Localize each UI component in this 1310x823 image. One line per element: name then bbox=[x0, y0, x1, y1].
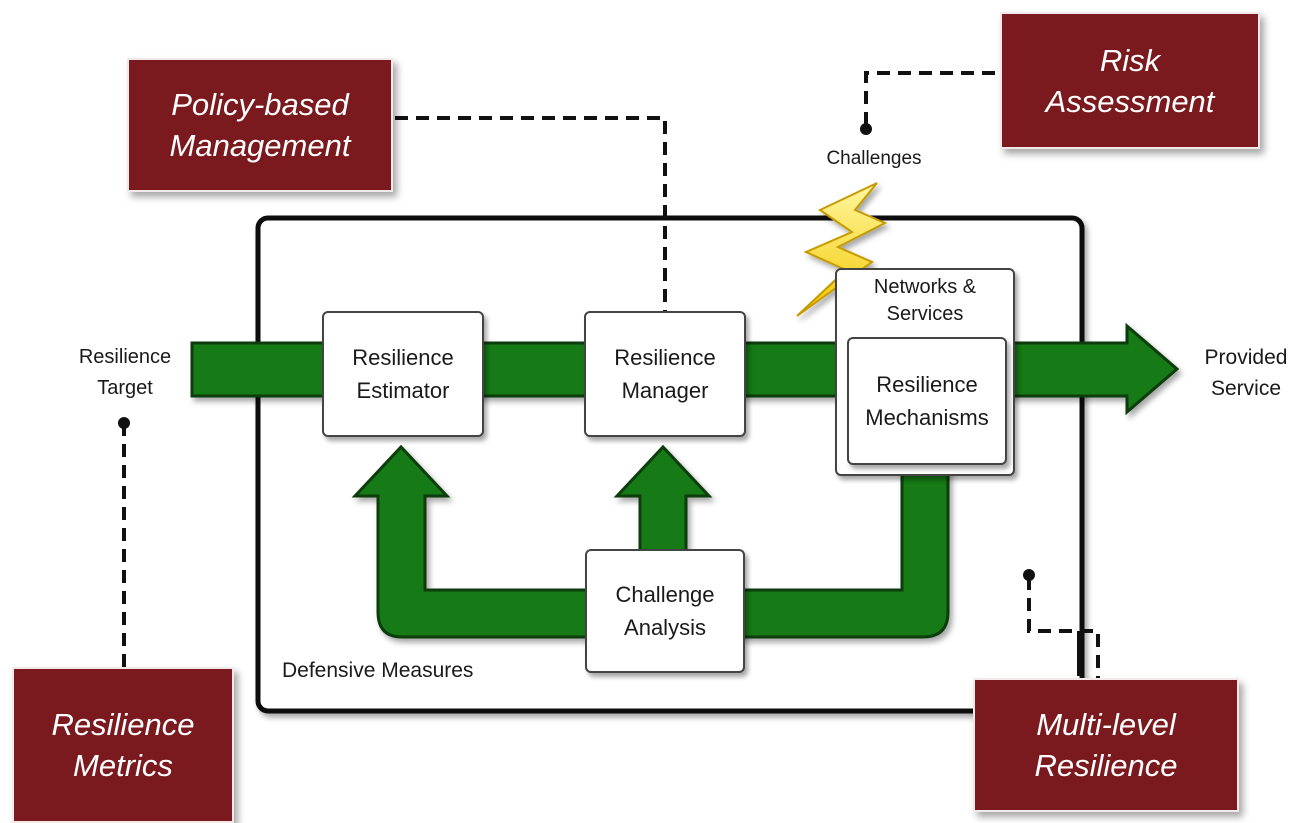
challenge-lightning-icon bbox=[796, 182, 888, 317]
resilience-mechanisms-box: Resilience Mechanisms bbox=[847, 337, 1007, 465]
policy-line1: Policy-based bbox=[171, 87, 349, 122]
challenges-label: Challenges bbox=[826, 148, 922, 169]
provided-line2: Service bbox=[1210, 377, 1282, 400]
mechanisms-label-line2: Mechanisms bbox=[865, 405, 989, 430]
multilevel-connector bbox=[1027, 577, 1100, 690]
policy-based-management-callout: Policy-based Management bbox=[127, 58, 393, 192]
resilience-estimator-box: Resilience Estimator bbox=[322, 311, 484, 437]
manager-label-line1: Resilience bbox=[614, 345, 716, 370]
target-line1: Resilience bbox=[78, 346, 172, 368]
risk-line1: Risk bbox=[1099, 42, 1161, 78]
defensive-measures-label: Defensive Measures bbox=[282, 659, 474, 682]
challenge-analysis-box: Challenge Analysis bbox=[585, 549, 745, 673]
challenges-dot bbox=[860, 123, 872, 135]
analysis-label-line1: Challenge bbox=[615, 582, 715, 607]
target-dot bbox=[118, 417, 130, 429]
manager-label-line2: Manager bbox=[621, 378, 709, 403]
provided-service-label: Provided Service bbox=[1186, 342, 1306, 404]
metrics-line1: Resilience bbox=[51, 707, 195, 742]
multilevel-line2: Resilience bbox=[1034, 748, 1178, 783]
risk-assessment-callout: Risk Assessment bbox=[1000, 12, 1260, 149]
target-line2: Target bbox=[97, 377, 153, 399]
resilience-manager-box: Resilience Manager bbox=[584, 311, 746, 437]
networks-label-line2: Services bbox=[886, 303, 964, 325]
multilevel-top-dot bbox=[1023, 569, 1035, 581]
mechanisms-label-line1: Resilience bbox=[876, 372, 978, 397]
estimator-label-line2: Estimator bbox=[356, 378, 450, 403]
analysis-label-line2: Analysis bbox=[624, 615, 706, 640]
policy-line2: Management bbox=[169, 128, 351, 163]
risk-line2: Assessment bbox=[1045, 83, 1215, 119]
resilience-target-label: Resilience Target bbox=[60, 342, 190, 404]
provided-line1: Provided bbox=[1204, 346, 1288, 369]
metrics-line2: Metrics bbox=[73, 748, 173, 783]
risk-connector bbox=[864, 71, 1016, 128]
resilience-metrics-callout: Resilience Metrics bbox=[12, 667, 234, 823]
policy-connector bbox=[374, 116, 667, 322]
estimator-label-line1: Resilience bbox=[352, 345, 454, 370]
multi-level-resilience-callout: Multi-level Resilience bbox=[973, 678, 1239, 812]
dashed-connectors bbox=[122, 71, 1100, 690]
networks-label-line1: Networks & bbox=[873, 276, 977, 298]
multilevel-line1: Multi-level bbox=[1036, 707, 1176, 742]
